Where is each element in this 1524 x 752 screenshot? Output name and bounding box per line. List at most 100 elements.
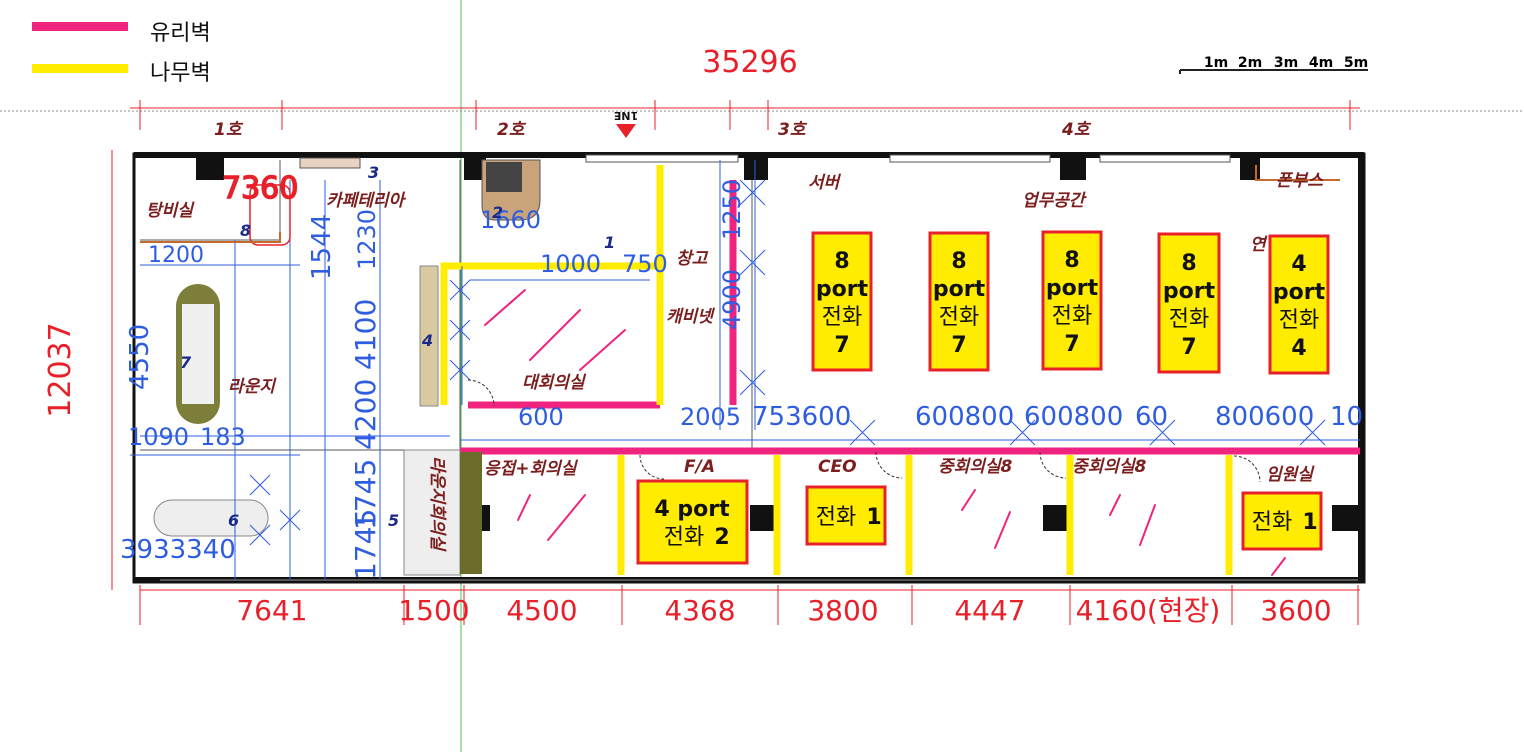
svg-text:1NE: 1NE xyxy=(614,109,638,122)
svg-text:1745: 1745 xyxy=(349,459,382,530)
overall-width-dim: 35296 xyxy=(702,45,797,80)
glass-wall-label: 유리벽 xyxy=(150,21,211,46)
svg-text:8: 8 xyxy=(951,249,966,274)
wood-wall-swatch xyxy=(32,64,128,73)
furniture-number-7: 7 xyxy=(180,353,192,372)
svg-text:port: port xyxy=(1273,280,1326,305)
room-fa: F/A xyxy=(684,457,715,477)
room-cafeteria: 카페테리아 xyxy=(326,191,407,211)
svg-text:7: 7 xyxy=(1181,335,1196,360)
bench-4 xyxy=(419,265,439,407)
glass-walls xyxy=(460,180,1360,455)
svg-text:4550: 4550 xyxy=(125,324,155,390)
wood-walls xyxy=(440,165,1233,575)
furniture-number-1: 1 xyxy=(604,233,615,252)
overall-height-dim: 12037 xyxy=(43,322,78,417)
table-6 xyxy=(153,499,269,537)
room-phone-booth: 폰부스 xyxy=(1276,171,1324,191)
svg-text:1660: 1660 xyxy=(480,206,541,234)
room-server: 서버 xyxy=(808,173,842,193)
svg-text:7360: 7360 xyxy=(222,171,298,206)
svg-text:7: 7 xyxy=(1064,332,1079,357)
top-dimension-line xyxy=(0,100,1524,130)
dim-4368: 4368 xyxy=(664,594,735,627)
room-mid-meeting-1: 중회의실8 xyxy=(938,457,1013,477)
svg-text:전화: 전화 xyxy=(664,525,704,550)
fa-phone-box: 4 port 전화 2 xyxy=(636,479,749,565)
room-mid-meeting-2: 중회의실8 xyxy=(1072,457,1147,477)
ceo-phone-box: 전화 1 xyxy=(805,485,887,546)
blue-dimension-text: 1544 4100 1230 4550 1200 4200 1745 1745 … xyxy=(120,179,1363,580)
pantry-counter xyxy=(140,232,281,243)
furniture xyxy=(153,159,541,576)
svg-text:8: 8 xyxy=(1181,251,1196,276)
svg-text:8: 8 xyxy=(1064,248,1079,273)
bay-label-1: 1호 xyxy=(214,120,244,140)
svg-text:7: 7 xyxy=(951,333,966,358)
svg-text:전화: 전화 xyxy=(1279,308,1319,333)
bay-label-3: 3호 xyxy=(778,120,808,140)
scale-bar: 1m 2m 3m 4m 5m xyxy=(1179,55,1368,74)
bench-5 xyxy=(403,449,461,576)
furniture-number-5: 5 xyxy=(388,511,399,530)
svg-text:800600: 800600 xyxy=(1215,402,1314,432)
exec-phone-box: 전화 1 xyxy=(1241,491,1323,551)
svg-text:1090: 1090 xyxy=(128,423,189,451)
svg-text:2: 2 xyxy=(714,525,729,550)
legend: 유리벽 나무벽 xyxy=(32,21,211,86)
svg-text:1200: 1200 xyxy=(148,243,204,268)
door-arcs xyxy=(467,379,1261,483)
svg-text:4: 4 xyxy=(1291,252,1306,277)
svg-text:전화: 전화 xyxy=(1252,510,1292,535)
planter-5 xyxy=(460,452,482,574)
bay-label-4: 4호 xyxy=(1061,120,1092,140)
room-storage: 창고 xyxy=(676,249,709,269)
furniture-number-6: 6 xyxy=(228,511,239,530)
svg-text:전화: 전화 xyxy=(822,305,862,330)
svg-text:1230: 1230 xyxy=(353,209,381,270)
svg-text:1: 1 xyxy=(866,505,881,530)
svg-text:60: 60 xyxy=(1135,402,1168,432)
svg-text:전화: 전화 xyxy=(816,505,856,530)
dim-4500: 4500 xyxy=(506,594,577,627)
svg-text:전화: 전화 xyxy=(1052,304,1092,329)
svg-text:8: 8 xyxy=(834,249,849,274)
dim-1500: 1500 xyxy=(398,594,469,627)
blue-dimension-lines xyxy=(130,160,1360,580)
handwritten-marks xyxy=(484,289,1286,576)
svg-text:183: 183 xyxy=(200,423,246,451)
dim-4447: 4447 xyxy=(954,594,1025,627)
svg-text:1: 1 xyxy=(1302,510,1317,535)
svg-text:7: 7 xyxy=(834,333,849,358)
scale-1m: 1m xyxy=(1204,55,1228,71)
room-lounge: 라운지 xyxy=(228,377,277,397)
furniture-number-4: 4 xyxy=(421,331,433,350)
svg-text:600800: 600800 xyxy=(1024,402,1123,432)
glass-wall-swatch xyxy=(32,22,128,31)
room-lounge-meeting: 라운지회의실 xyxy=(427,456,447,552)
room-executive: 임원실 xyxy=(1266,465,1315,485)
svg-text:전화: 전화 xyxy=(939,305,979,330)
phone-box-1: 8 port 전화 7 xyxy=(811,231,873,372)
svg-text:753600: 753600 xyxy=(752,402,851,432)
phone-box-4: 8 port 전화 7 xyxy=(1157,232,1221,374)
wood-wall-label: 나무벽 xyxy=(150,61,211,86)
room-reception-meeting: 응접+회의실 xyxy=(484,459,579,479)
room-pantry: 탕비실 xyxy=(146,201,195,221)
svg-text:port: port xyxy=(1046,276,1099,301)
svg-text:4200: 4200 xyxy=(349,379,382,450)
scale-2m: 2m xyxy=(1238,55,1262,71)
scale-3m: 3m xyxy=(1274,55,1298,71)
svg-text:port: port xyxy=(1163,279,1216,304)
svg-text:600: 600 xyxy=(518,403,564,431)
svg-text:4900: 4900 xyxy=(718,269,746,330)
svg-text:4 port: 4 port xyxy=(654,497,730,522)
room-workspace: 업무공간 xyxy=(1022,191,1087,211)
svg-text:600800: 600800 xyxy=(915,402,1014,432)
phone-box-2: 8 port 전화 7 xyxy=(928,231,990,372)
svg-text:3933340: 3933340 xyxy=(120,535,236,565)
scale-5m: 5m xyxy=(1344,55,1368,71)
dim-7641: 7641 xyxy=(236,594,307,627)
svg-text:1544: 1544 xyxy=(307,214,337,280)
